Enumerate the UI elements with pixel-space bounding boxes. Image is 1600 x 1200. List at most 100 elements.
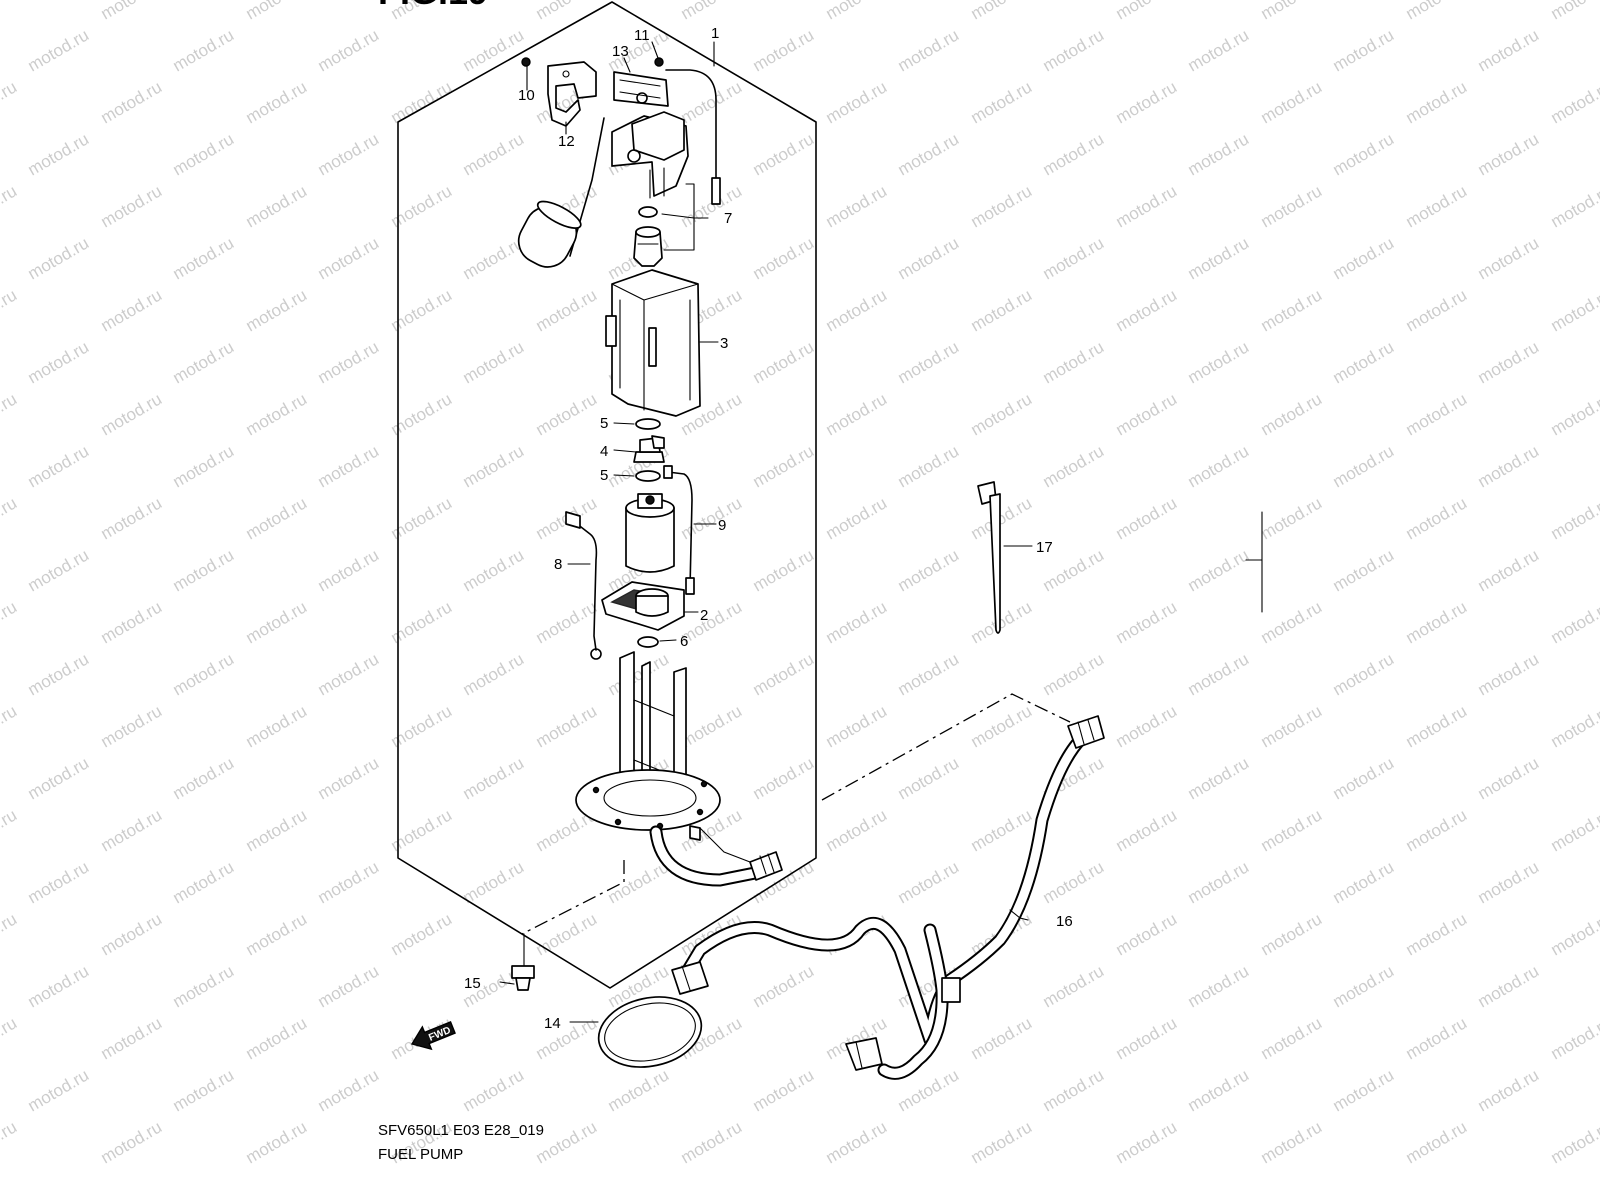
watermark-text: motod.ru — [1185, 961, 1253, 1011]
watermark-text: motod.ru — [1258, 909, 1326, 959]
watermark-text: motod.ru — [968, 1013, 1036, 1063]
watermark-text: motod.ru — [1258, 493, 1326, 543]
watermark-text: motod.ru — [243, 285, 311, 335]
watermark-text: motod.ru — [25, 649, 93, 699]
watermark-text: motod.ru — [1330, 857, 1398, 907]
figure-code: SFV650L1 E03 E28_019 — [378, 1122, 544, 1139]
watermark-text: motod.ru — [1330, 753, 1398, 803]
watermark-text: motod.ru — [315, 753, 383, 803]
watermark-text: motod.ru — [1548, 493, 1600, 543]
watermark-text: motod.ru — [460, 545, 528, 595]
callout-16: 16 — [1056, 913, 1073, 930]
o-ring-lower — [635, 470, 661, 482]
callout-leaders — [499, 41, 1033, 1023]
watermark-text: motod.ru — [750, 233, 818, 283]
bolt-15 — [511, 965, 535, 991]
watermark-text: motod.ru — [968, 1117, 1036, 1167]
watermark-text: motod.ru — [968, 389, 1036, 439]
watermark-text: motod.ru — [533, 701, 601, 751]
watermark-text: motod.ru — [315, 129, 383, 179]
watermark-text: motod.ru — [1185, 753, 1253, 803]
watermark-text: motod.ru — [895, 25, 963, 75]
watermark-text: motod.ru — [243, 805, 311, 855]
callout-8: 8 — [554, 556, 562, 573]
watermark-text: motod.ru — [1403, 493, 1471, 543]
watermark-text: motod.ru — [1113, 389, 1181, 439]
watermark-text: motod.ru — [1040, 233, 1108, 283]
watermark-text: motod.ru — [0, 1117, 20, 1167]
watermark-text: motod.ru — [170, 441, 238, 491]
watermark-text: motod.ru — [605, 649, 673, 699]
watermark-text: motod.ru — [1403, 597, 1471, 647]
figure-title: FIG.19 — [378, 0, 488, 10]
watermark-text: motod.ru — [1475, 545, 1543, 595]
watermark-text: motod.ru — [605, 857, 673, 907]
watermark-text: motod.ru — [968, 701, 1036, 751]
watermark-text: motod.ru — [98, 285, 166, 335]
watermark-text: motod.ru — [1548, 389, 1600, 439]
watermark-text: motod.ru — [1040, 1065, 1108, 1115]
watermark-text: motod.ru — [315, 649, 383, 699]
watermark-text: motod.ru — [98, 0, 166, 23]
o-ring-6 — [637, 636, 659, 648]
watermark-text: motod.ru — [895, 233, 963, 283]
watermark-text: motod.ru — [1403, 1117, 1471, 1167]
callout-7: 7 — [724, 210, 732, 227]
callout-9: 9 — [718, 517, 726, 534]
callout-17: 17 — [1036, 539, 1053, 556]
watermark-text: motod.ru — [1258, 597, 1326, 647]
watermark-text: motod.ru — [1403, 181, 1471, 231]
assembly-outline — [397, 1, 817, 989]
watermark-text: motod.ru — [823, 181, 891, 231]
watermark-text: motod.ru — [1475, 25, 1543, 75]
watermark-text: motod.ru — [1258, 77, 1326, 127]
watermark-text: motod.ru — [0, 493, 20, 543]
wire-8 — [571, 519, 598, 651]
watermark-text: motod.ru — [1548, 1117, 1600, 1167]
watermark-text: motod.ru — [895, 337, 963, 387]
watermark-text: motod.ru — [98, 493, 166, 543]
watermark-text: motod.ru — [750, 961, 818, 1011]
watermark-text: motod.ru — [243, 1117, 311, 1167]
watermark-text: motod.ru — [1113, 909, 1181, 959]
watermark-text: motod.ru — [1475, 337, 1543, 387]
watermark-text: motod.ru — [1185, 649, 1253, 699]
watermark-text: motod.ru — [1330, 1065, 1398, 1115]
callout-labels: 1 2 3 4 5 5 6 7 8 9 10 11 12 13 14 15 16… — [464, 25, 1073, 1032]
watermark-text: motod.ru — [750, 649, 818, 699]
watermark-text: motod.ru — [1475, 857, 1543, 907]
watermark-text: motod.ru — [1258, 805, 1326, 855]
figure-name: FUEL PUMP — [378, 1146, 464, 1163]
watermark-text: motod.ru — [1185, 1065, 1253, 1115]
watermark-text: motod.ru — [98, 181, 166, 231]
watermark-text: motod.ru — [243, 493, 311, 543]
watermark-text: motod.ru — [243, 181, 311, 231]
watermark-text: motod.ru — [1330, 337, 1398, 387]
watermark-text: motod.ru — [243, 701, 311, 751]
watermark-text: motod.ru — [1548, 805, 1600, 855]
watermark-text: motod.ru — [0, 597, 20, 647]
watermark-text: motod.ru — [170, 233, 238, 283]
watermark-text: motod.ru — [1113, 0, 1181, 23]
watermark-text: motod.ru — [678, 701, 746, 751]
pressure-regulator — [633, 206, 663, 267]
watermark-text: motod.ru — [1403, 389, 1471, 439]
watermark-text: motod.ru — [1330, 25, 1398, 75]
watermark-text: motod.ru — [823, 805, 891, 855]
watermark-text: motod.ru — [170, 337, 238, 387]
watermark-text: motod.ru — [315, 441, 383, 491]
watermark-text: motod.ru — [1258, 701, 1326, 751]
watermark-text: motod.ru — [1040, 441, 1108, 491]
watermark-text: motod.ru — [0, 181, 20, 231]
callout-4: 4 — [600, 443, 608, 460]
watermark-text: motod.ru — [1040, 25, 1108, 75]
watermark-text: motod.ru — [1548, 909, 1600, 959]
watermark-text: motod.ru — [1185, 233, 1253, 283]
watermark-text: motod.ru — [25, 233, 93, 283]
leader-dash-2 — [521, 860, 625, 935]
watermark-text: motod.ru — [750, 545, 818, 595]
watermark-text: motod.ru — [25, 25, 93, 75]
watermark-text: motod.ru — [1475, 649, 1543, 699]
